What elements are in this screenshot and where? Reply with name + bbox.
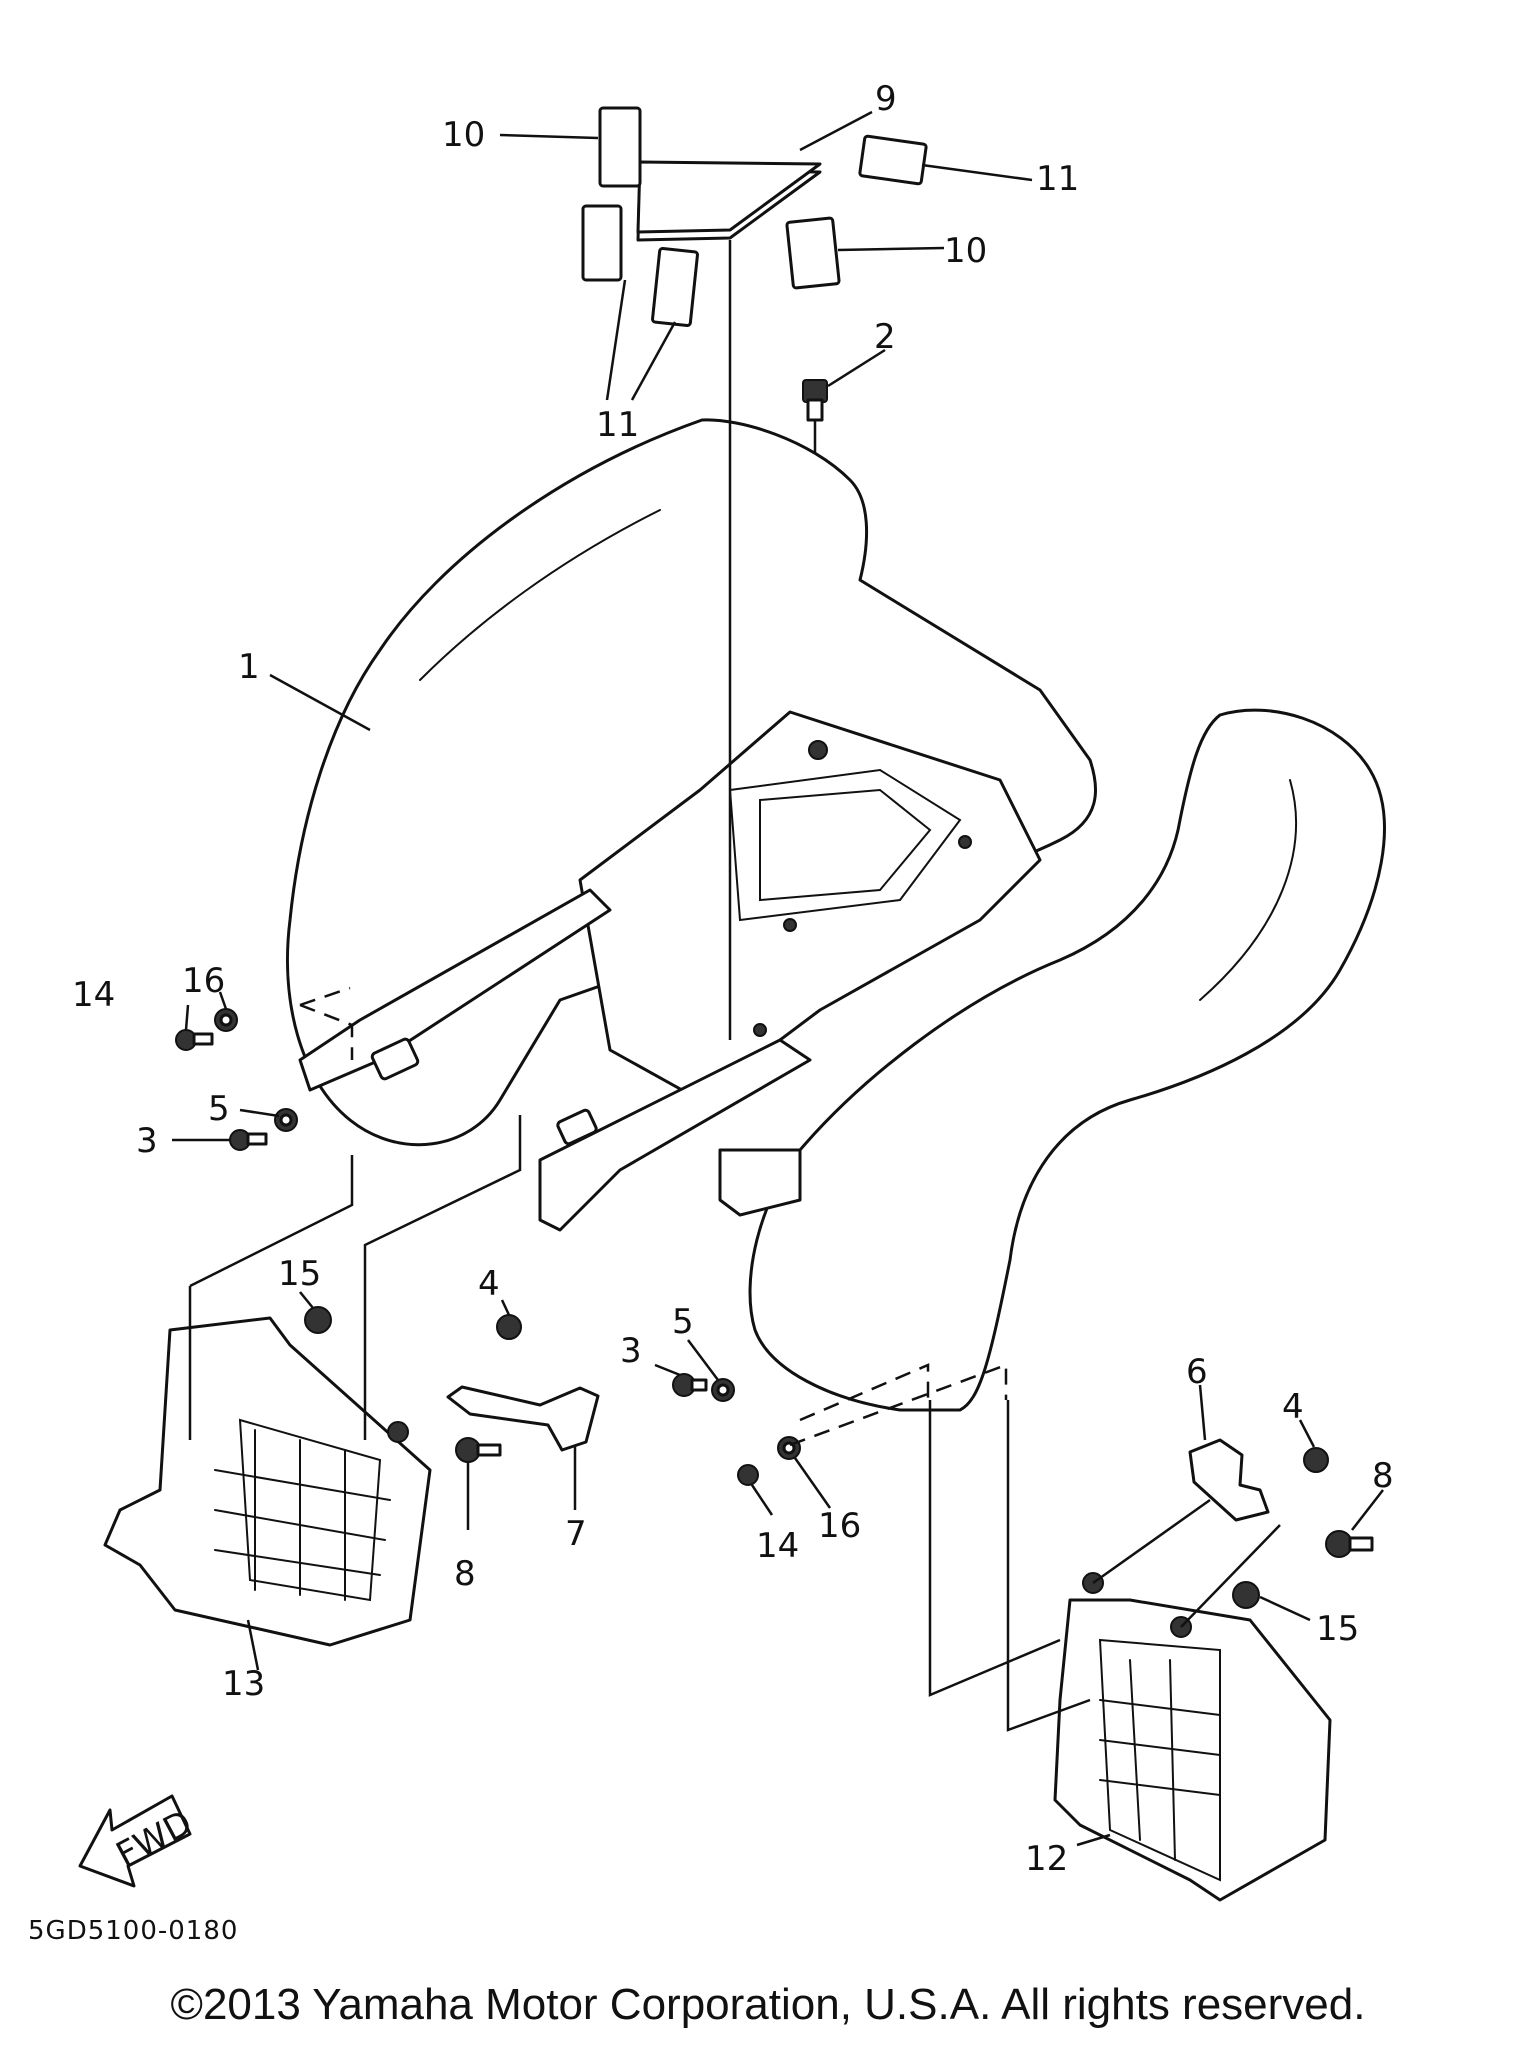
callout-numbers: 1 2 3 3 4 4 5 5 6 7 8 8 9 10 10 11 11 12… [72,79,1394,1879]
callout-5-right: 5 [672,1302,694,1342]
callout-15-left: 15 [278,1254,321,1294]
callout-3-left: 3 [136,1121,158,1161]
callout-9: 9 [875,79,897,119]
callout-11-left: 11 [596,405,639,445]
fwd-arrow-icon: FWD [78,1794,199,1888]
callout-8-right: 8 [1372,1456,1394,1496]
callout-10-right: 10 [944,231,987,271]
callout-11-right: 11 [1036,159,1079,199]
mud-flap-12 [1053,1572,1332,1902]
decal-11-left-b [651,247,699,327]
mud-flap-13 [103,1316,432,1647]
right-fasteners [672,1373,1374,1609]
rear-fender [286,418,1386,1412]
rear-fender-parts-diagram: FWD 1 2 3 3 4 4 5 5 6 7 8 8 9 10 10 11 1… [72,79,1394,1902]
decal-11-left-a [581,204,623,282]
callout-14-left: 14 [72,975,115,1015]
diagram-code: 5GD5100-0180 [28,1916,239,1946]
callout-4-right: 4 [1282,1387,1304,1427]
decal-group [581,106,928,327]
callout-6: 6 [1186,1352,1208,1392]
callout-1: 1 [238,647,260,687]
decal-10-top [598,106,642,188]
callout-leaders [172,110,1384,1847]
callout-2: 2 [874,317,896,357]
callout-13: 13 [222,1664,265,1704]
decal-10-right [785,216,841,290]
callout-8-center: 8 [454,1554,476,1594]
decal-9-face [636,160,822,234]
callout-3-right: 3 [620,1331,642,1371]
callout-16-left: 16 [182,961,225,1001]
bracket-7 [446,1385,600,1452]
assembly-lines [188,986,1281,1732]
callout-14-right: 14 [756,1526,799,1566]
callout-12: 12 [1025,1839,1068,1879]
left-fasteners [175,1008,522,1463]
callout-7: 7 [565,1514,587,1554]
callout-16-right: 16 [818,1506,861,1546]
copyright-notice: ©2013 Yamaha Motor Corporation, U.S.A. A… [170,1980,1366,2029]
callout-15-right: 15 [1316,1609,1359,1649]
bracket-6 [1188,1438,1270,1522]
decal-11-right [858,134,928,186]
callout-5-left: 5 [208,1089,230,1129]
callout-10-top: 10 [442,115,485,155]
callout-4-center: 4 [478,1264,500,1304]
